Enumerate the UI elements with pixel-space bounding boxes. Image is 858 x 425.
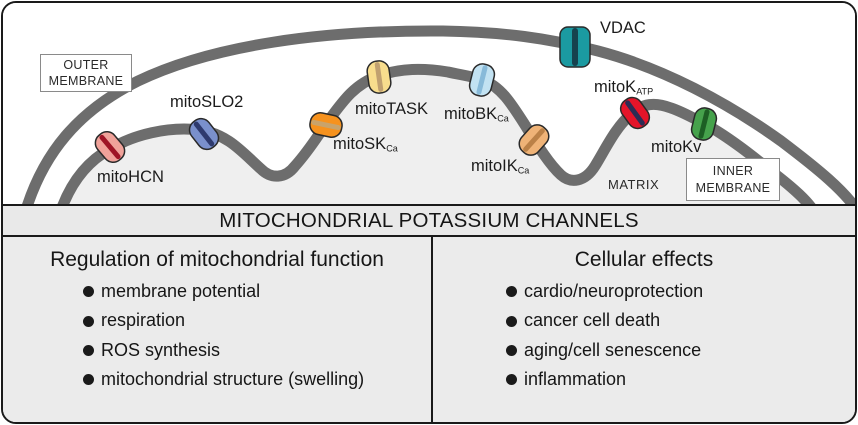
bullet-icon (506, 286, 517, 298)
bullet-icon (506, 374, 517, 386)
channel-mitoKv (690, 107, 718, 141)
regulation-panel: Regulation of mitochondrial function mem… (3, 237, 433, 422)
bullet-icon (506, 344, 517, 356)
regulation-bullet-list: membrane potential respiration ROS synth… (83, 281, 431, 390)
label-mitoHCN: mitoHCN (97, 168, 164, 186)
label-VDAC: VDAC (600, 19, 646, 37)
inner-membrane-label-line1: INNER (712, 164, 754, 179)
bullet-icon (506, 315, 517, 327)
list-item: mitochondrial structure (swelling) (83, 369, 431, 390)
channel-mitoSK (309, 112, 343, 138)
label-mitoTASK: mitoTASK (355, 100, 429, 118)
label-mitoBK: mitoBKCa (444, 105, 509, 124)
bottom-panels: Regulation of mitochondrial function mem… (3, 237, 855, 422)
channel-mitoSLO2 (188, 117, 220, 151)
label-mitoSK: mitoSKCa (333, 135, 398, 154)
bullet-icon (83, 344, 94, 356)
outer-membrane-label-box: OUTER MEMBRANE (40, 54, 132, 92)
list-item: aging/cell senescence (506, 340, 855, 361)
channel-mitoKATP (619, 96, 651, 130)
inner-membrane-label-line2: MEMBRANE (695, 180, 771, 195)
title-band: MITOCHONDRIAL POTASSIUM CHANNELS (3, 204, 855, 237)
channel-mitoTASK (366, 60, 392, 94)
channel-mitoHCN (94, 131, 126, 163)
bullet-icon (83, 315, 94, 327)
matrix-label: MATRIX (608, 177, 660, 192)
channel-VDAC (559, 26, 591, 68)
outer-membrane-label-line2: MEMBRANE (48, 74, 124, 88)
cellular-effects-heading: Cellular effects (574, 248, 714, 271)
figure-title: MITOCHONDRIAL POTASSIUM CHANNELS (219, 208, 639, 232)
cellular-effects-panel: Cellular effects cardio/neuroprotection … (433, 237, 855, 422)
label-mitoKv: mitoKv (651, 138, 702, 156)
regulation-heading: Regulation of mitochondrial function (50, 248, 384, 271)
bullet-icon (83, 374, 94, 386)
bullet-icon (83, 286, 94, 298)
channel-mitoBK (468, 63, 496, 97)
outer-membrane-label-line1: OUTER (63, 57, 109, 72)
label-mitoSLO2: mitoSLO2 (170, 93, 244, 111)
list-item: cardio/neuroprotection (506, 281, 855, 302)
list-item: respiration (83, 310, 431, 331)
label-mitoKATP: mitoKATP (594, 78, 654, 97)
mitochondrion-diagram: OUTER MEMBRANE INNER MEMBRANE MATRIX mit… (3, 3, 855, 204)
inner-membrane-label-box: INNER MEMBRANE (686, 158, 780, 201)
list-item: membrane potential (83, 281, 431, 302)
matrix-region (63, 69, 809, 204)
channel-mitoIK (518, 124, 550, 156)
label-mitoIK: mitoIKCa (471, 157, 530, 176)
cellular-effects-bullet-list: cardio/neuroprotection cancer cell death… (506, 281, 855, 390)
list-item: inflammation (506, 369, 855, 390)
list-item: ROS synthesis (83, 340, 431, 361)
list-item: cancer cell death (506, 310, 855, 331)
